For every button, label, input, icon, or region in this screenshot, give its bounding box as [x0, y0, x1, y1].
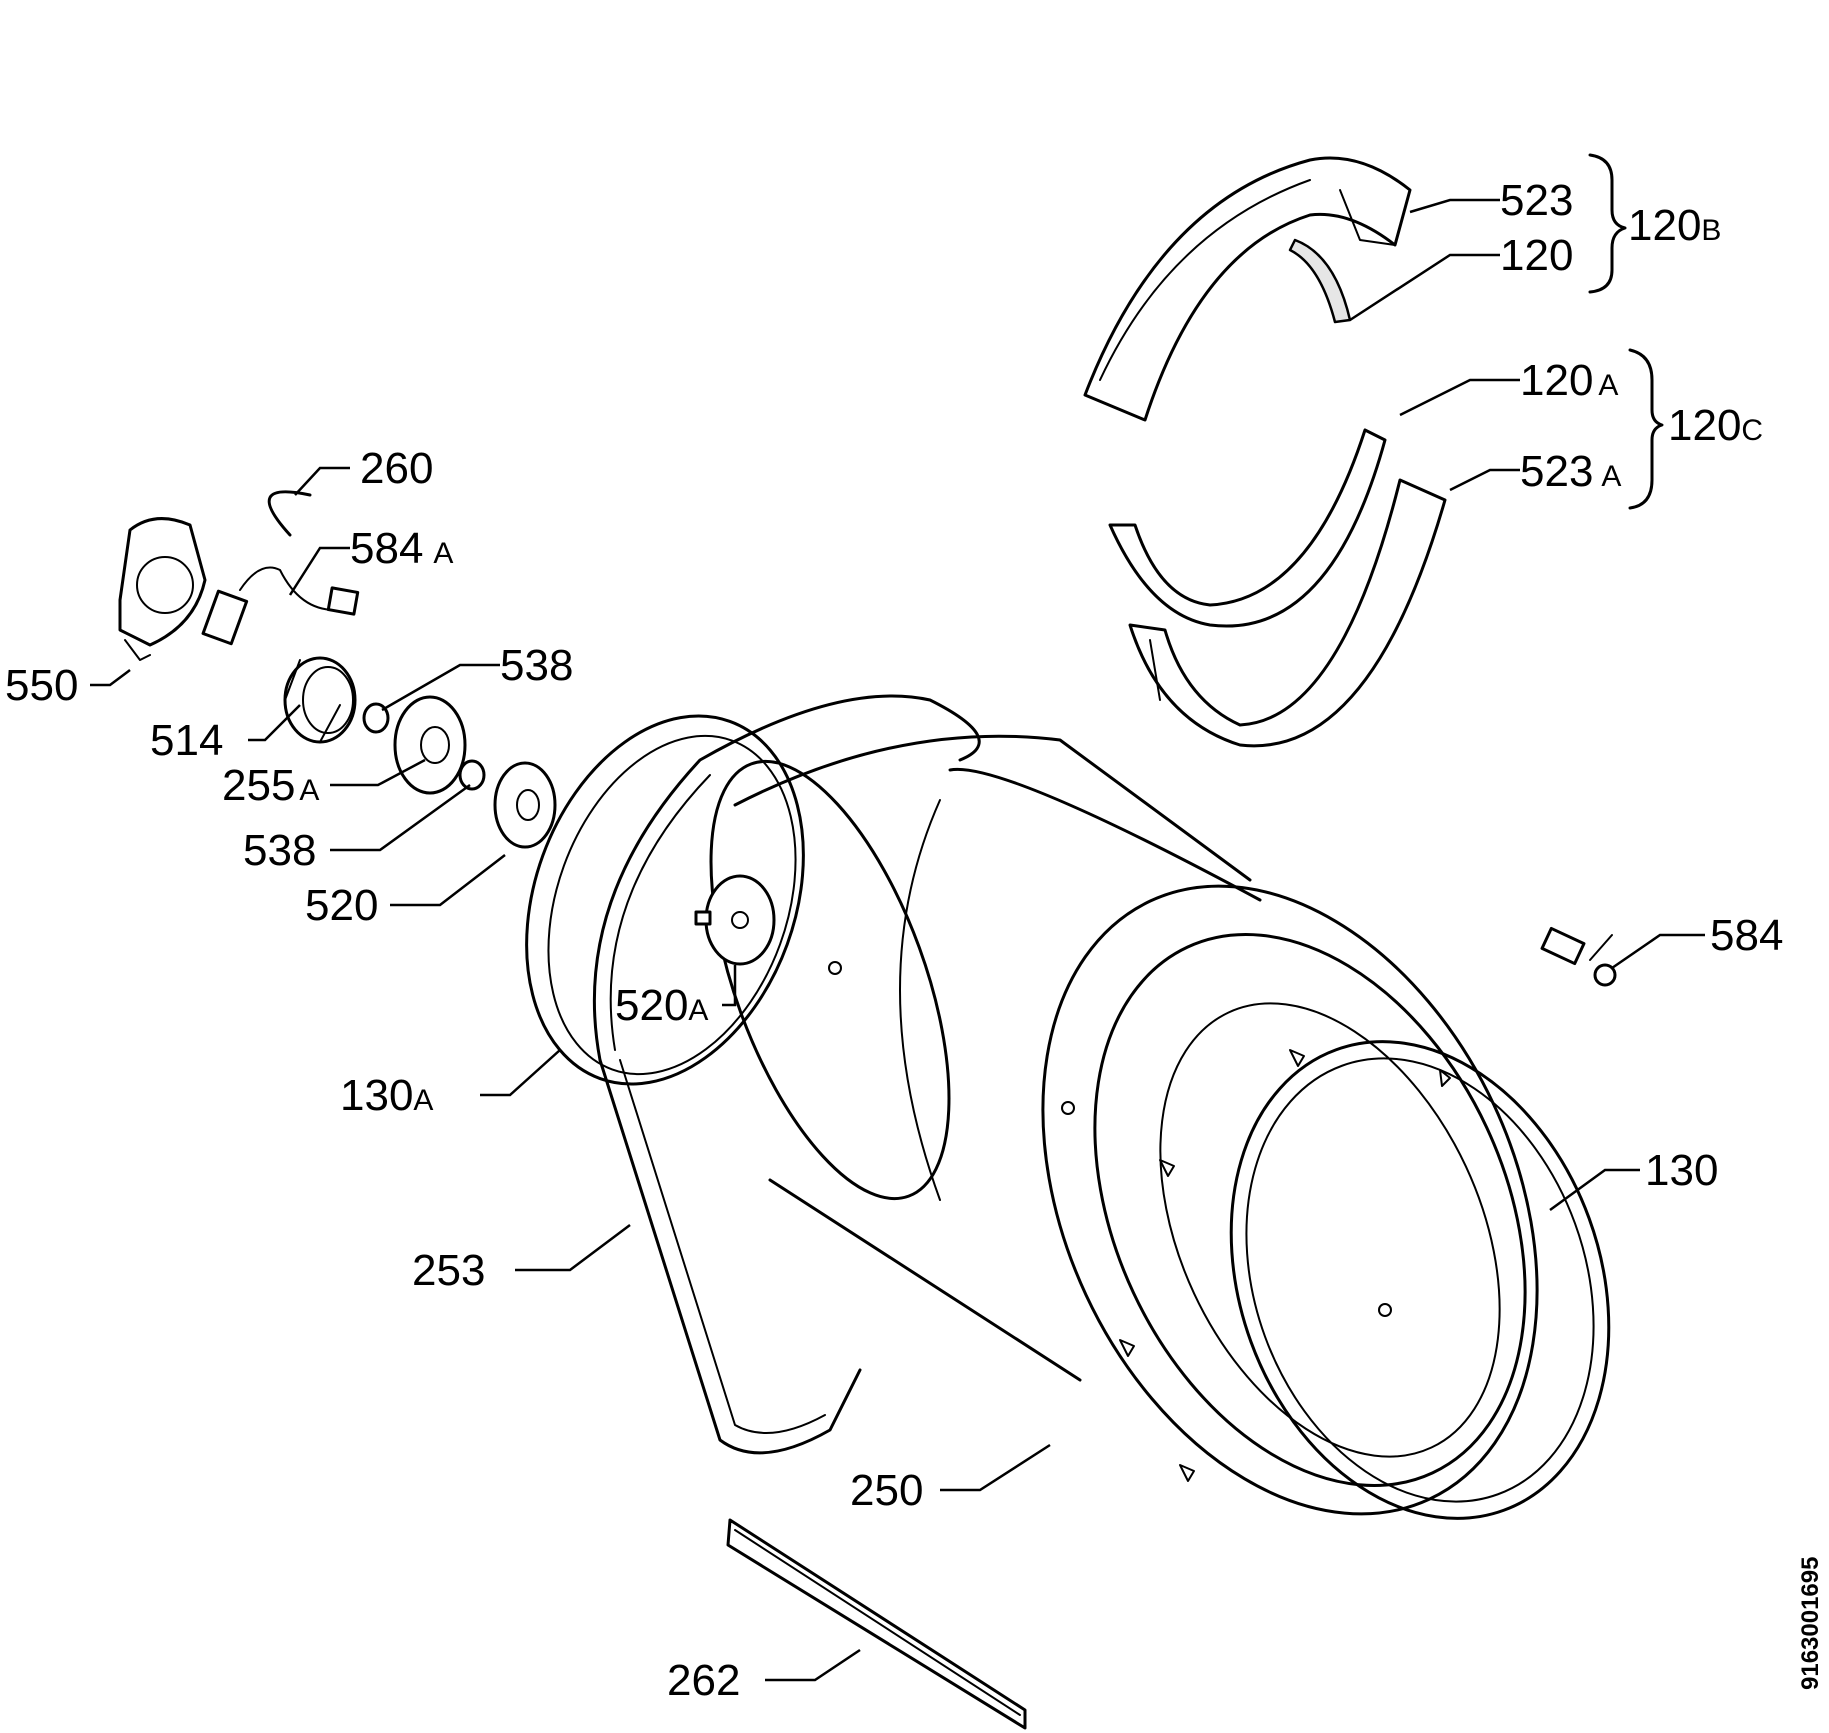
label-550: 550 — [5, 661, 78, 710]
ring-piece-120 — [1288, 238, 1352, 324]
label-250: 250 — [850, 1466, 923, 1515]
drum-250 — [709, 734, 1539, 1516]
bearing-housing-550 — [118, 517, 207, 661]
label-130a: 130A — [340, 1071, 433, 1120]
label-262: 262 — [667, 1656, 740, 1705]
label-584: 584 — [1710, 911, 1783, 960]
label-538-bottom: 538 — [243, 826, 316, 875]
ring-half-523a — [1128, 478, 1447, 748]
ring-half-523 — [1083, 156, 1412, 422]
label-520a: 520A — [615, 981, 708, 1030]
rear-seal-130a — [525, 714, 805, 1086]
label-120c: 120C — [1668, 401, 1763, 450]
washer-538-bottom — [458, 759, 486, 791]
label-260: 260 — [360, 444, 433, 493]
label-538-top: 538 — [500, 641, 573, 690]
label-120: 120 — [1500, 231, 1573, 280]
label-130: 130 — [1645, 1146, 1718, 1195]
reference-number: 9163001695 — [1797, 1557, 1824, 1690]
sleeve-514 — [283, 656, 357, 744]
bracket-120c — [1628, 348, 1664, 510]
label-253: 253 — [412, 1246, 485, 1295]
bar-262 — [726, 1518, 1027, 1730]
front-seal-130 — [1229, 1040, 1611, 1520]
ring-half-120a — [1108, 428, 1387, 628]
leader-lines — [90, 198, 1705, 1682]
bearing-plate-255a — [393, 695, 467, 795]
brush-584 — [1540, 926, 1617, 987]
label-514: 514 — [150, 716, 223, 765]
belt-253 — [592, 694, 981, 1455]
label-523: 523 — [1500, 176, 1573, 225]
label-520: 520 — [305, 881, 378, 930]
washer-538-top — [362, 702, 390, 734]
thermostat-584a — [201, 566, 360, 646]
shaft-plate-520a — [694, 874, 776, 966]
wire-260 — [267, 490, 312, 537]
bearing-plate-520 — [493, 761, 557, 849]
bracket-120b — [1588, 153, 1627, 294]
label-120b: 120B — [1628, 201, 1721, 250]
